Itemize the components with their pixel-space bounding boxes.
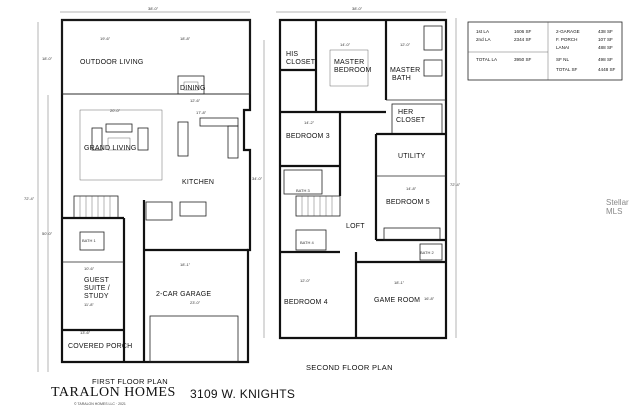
room-her-closet-line-1: HER [398, 109, 413, 116]
guest-dim-2: 11'-8" [84, 302, 94, 307]
dining-dim: 12'-6" [190, 98, 201, 103]
room-guest-line-1: GUEST [84, 277, 110, 284]
room-kitchen: KITCHEN [182, 179, 214, 186]
garage-dim-2: 23'-0" [190, 300, 201, 305]
area-label-2: F. PORCH [556, 37, 577, 42]
area-value: 3950 SF [514, 57, 532, 62]
room-bedroom-3: BEDROOM 3 [286, 133, 330, 140]
game-dim: 18'-1" [394, 280, 405, 285]
room-his-closet-line-1: HIS [286, 51, 298, 58]
area-label: 1st LA [476, 29, 490, 34]
room-game-room: GAME ROOM [374, 297, 420, 304]
area-label-2: 2-GARAGE [556, 29, 580, 34]
room-grand-living: GRAND LIVING [84, 145, 137, 152]
bed3-dim: 14'-2" [304, 120, 315, 125]
second-floor-caption: SECOND FLOOR PLAN [306, 363, 393, 372]
area-value-2: 4448 SF [598, 67, 616, 72]
room-bath-3: BATH 3 [296, 188, 310, 193]
room-his-closet-line-2: CLOSET [286, 59, 316, 66]
area-label-2: SF NL [556, 57, 569, 62]
room-her-closet-line-2: CLOSET [396, 117, 426, 124]
room-master-bedroom-line-2: BEDROOM [334, 67, 372, 74]
outdoor-dim: 19'-6" [100, 36, 111, 41]
room-bath-1: BATH 1 [82, 238, 96, 243]
room-bedroom-5: BEDROOM 5 [386, 199, 430, 206]
room-bedroom-4: BEDROOM 4 [284, 299, 328, 306]
area-table: 1st LA 1606 SF 2-GARAGE 438 SF 2nd LA 2344 SF… [467, 21, 623, 81]
room-bath-2: BATH 2 [420, 250, 434, 255]
room-loft: LOFT [346, 223, 365, 230]
room-guest-line-3: STUDY [84, 293, 109, 300]
area-value-2: 107 SF [598, 37, 613, 42]
room-master-bath-line-1: MASTER [390, 67, 420, 74]
first-depth-dim: 72'-4" [24, 196, 35, 201]
master-dim: 14'-0" [340, 42, 351, 47]
room-master-bedroom-line-1: MASTER [334, 59, 364, 66]
porch-dim: 13'-6" [80, 330, 91, 335]
area-table-rows: 1st LA 1606 SF 2-GARAGE 438 SF 2nd LA 2344 SF… [476, 29, 616, 72]
bath-dim: 12'-0" [400, 42, 411, 47]
area-value: 1606 SF [514, 29, 532, 34]
garage-dim: 18'-1" [180, 262, 191, 267]
bed5-dim: 14'-8" [406, 186, 417, 191]
room-utility: UTILITY [398, 153, 426, 160]
area-label-2: TOTAL SF [556, 67, 578, 72]
room-master-bath-line-2: BATH [392, 75, 411, 82]
first-lower-dim: 50'-0" [42, 231, 53, 236]
first-width-dim: 38'-0" [148, 6, 159, 11]
room-covered-porch: COVERED PORCH [68, 343, 132, 350]
guest-dim: 10'-6" [84, 266, 95, 271]
area-label: 2nd LA [476, 37, 491, 42]
area-value-2: 488 SF [598, 45, 613, 50]
room-outdoor-living: OUTDOOR LIVING [80, 59, 143, 66]
second-floor-plan: 38'-0" 34'-0" 72'-4" [252, 6, 461, 372]
area-label-2: LANAI [556, 45, 569, 50]
first-floor-plan: 38'-0" 72'-4" 50'-0" 18'-0" [24, 6, 252, 386]
first-upper-dim: 18'-0" [42, 56, 53, 61]
first-floor-caption: FIRST FLOOR PLAN [92, 377, 168, 386]
property-address: 3109 W. KNIGHTS [190, 387, 296, 401]
area-value-2: 498 SF [598, 57, 613, 62]
room-dining: DINING [180, 85, 206, 92]
second-width-dim: 38'-0" [352, 6, 363, 11]
room-guest-line-2: SUITE / [84, 285, 110, 292]
game-dim-2: 16'-8" [424, 296, 435, 301]
room-bath-4: BATH 4 [300, 240, 314, 245]
kitchen-dim: 17'-8" [196, 110, 207, 115]
mls-watermark: Stellar MLS [606, 198, 629, 216]
outdoor-dim-2: 18'-8" [180, 36, 191, 41]
area-value-2: 438 SF [598, 29, 613, 34]
area-label: TOTAL LA [476, 57, 498, 62]
grand-dim: 20'-0" [110, 108, 121, 113]
room-garage: 2-CAR GARAGE [156, 291, 211, 298]
second-depth-dim: 72'-4" [450, 182, 461, 187]
bed4-dim: 12'-0" [300, 278, 311, 283]
area-value: 2344 SF [514, 37, 532, 42]
second-left-dim: 34'-0" [252, 176, 263, 181]
brand-copyright: © TARALON HOMES LLC · 2021 [74, 402, 126, 406]
brand-name: TARALON HOMES [51, 385, 176, 400]
